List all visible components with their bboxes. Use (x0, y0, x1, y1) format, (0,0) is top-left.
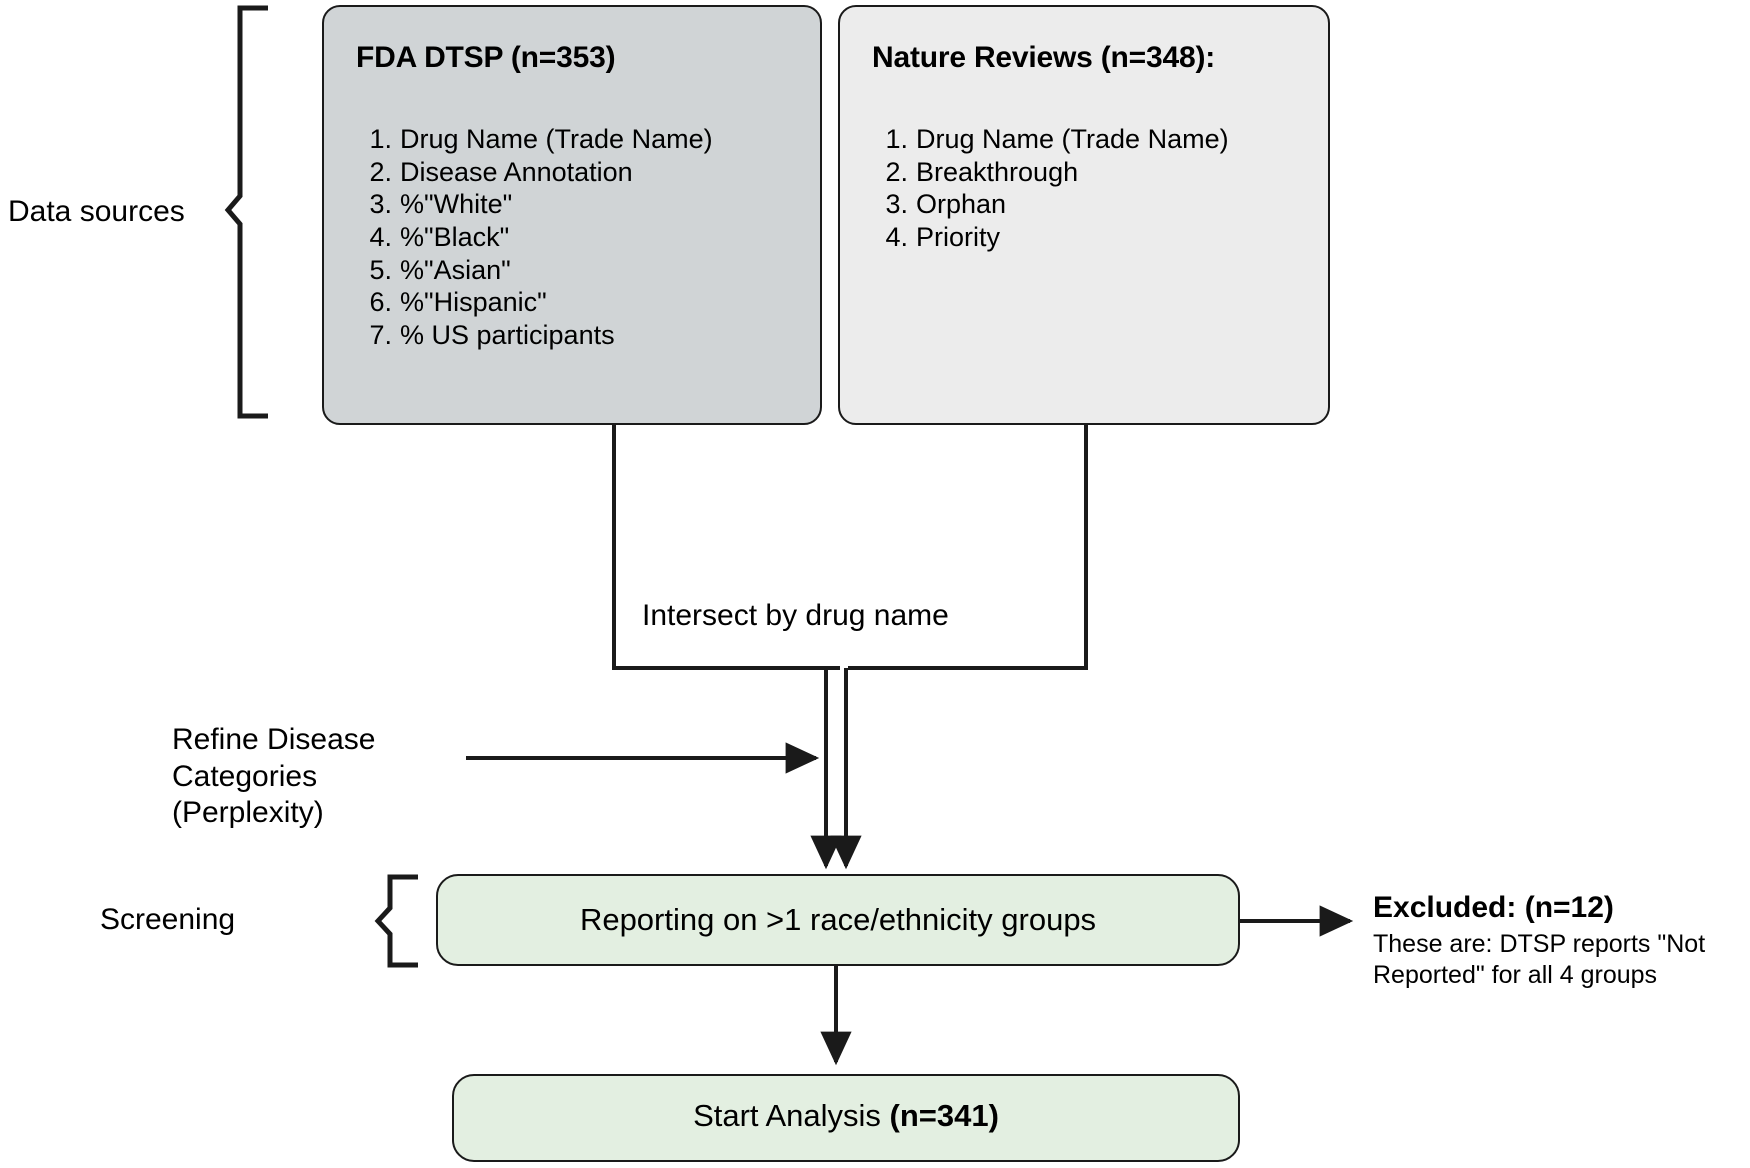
data-sources-brace-icon (224, 5, 268, 419)
stage-label-screening: Screening (100, 903, 236, 936)
screening-box[interactable]: Reporting on >1 race/ethnicity groups (436, 874, 1240, 966)
list-item: 1. Drug Name (Trade Name) (369, 123, 713, 156)
list-item-label: Breakthrough (916, 156, 1079, 187)
list-item-number: 1. (369, 124, 392, 154)
list-item: 4. Priority (885, 221, 1229, 254)
list-item-number: 5. (369, 254, 392, 285)
refine-line-2: Categories (Perplexity) (172, 759, 324, 830)
list-item-label: %"Hispanic" (400, 287, 547, 318)
screening-box-label: Reporting on >1 race/ethnicity groups (579, 902, 1097, 937)
list-item: 2. Disease Annotation (369, 156, 713, 189)
list-item-number: 1. (885, 124, 908, 154)
list-item: 6. %"Hispanic" (369, 286, 713, 319)
edge-label-intersect: Intersect by drug name (636, 599, 955, 633)
list-item: 4. %"Black" (369, 221, 713, 254)
start-analysis-count: (n=341) (889, 1098, 999, 1133)
list-item-number: 4. (369, 221, 392, 252)
refine-line-1: Refine Disease (172, 723, 376, 756)
list-item-number: 3. (369, 189, 392, 220)
list-item: 3. Orphan (885, 188, 1229, 221)
start-analysis-text: Start Analysis (693, 1098, 890, 1133)
source-box-fda-dtsp-list: 1. Drug Name (Trade Name) 2. Disease Annot… (340, 123, 713, 352)
source-box-fda-dtsp[interactable]: FDA DTSP (n=353) 1. Drug Name (Trade Name… (322, 5, 822, 425)
source-box-nature-reviews-list: 1.Drug Name (Trade Name) 2.Breakthrough … (856, 123, 1229, 254)
list-item-number: 2. (369, 156, 392, 187)
list-item-number: 4. (885, 221, 908, 252)
list-item: 3. %"White" (369, 188, 713, 221)
source-box-nature-reviews[interactable]: Nature Reviews (n=348): 1. Drug Name (Tra… (838, 5, 1330, 425)
list-item-number: 7. (369, 319, 392, 350)
list-item-label: %"Black" (400, 221, 510, 252)
start-analysis-label: Start Analysis (n=341) (454, 1098, 1238, 1134)
list-item-label: % US participants (400, 319, 615, 350)
list-item-label: Drug Name (Trade Name) (400, 124, 713, 154)
list-item: 7. % US participants (369, 319, 713, 352)
excluded-detail: These are: DTSP reports "Not Reported" f… (1373, 930, 1706, 989)
edge-label-refine-categories: Refine Disease Categories (Perplexity) (172, 722, 462, 832)
list-item: 2. Breakthrough (885, 156, 1229, 189)
excluded-annotation: Excluded: (n=12) These are: DTSP reports… (1373, 891, 1718, 990)
list-item-number: 3. (885, 189, 908, 220)
screening-brace-icon (374, 874, 418, 968)
list-item-label: Drug Name (Trade Name) (916, 124, 1229, 154)
list-item-label: %"Asian" (400, 254, 511, 285)
source-box-nature-reviews-title: Nature Reviews (n=348): (872, 41, 1216, 74)
list-item-label: Orphan (916, 189, 1007, 220)
list-item-number: 6. (369, 287, 392, 318)
list-item-label: Priority (916, 221, 1001, 252)
start-analysis-box[interactable]: Start Analysis (n=341) (452, 1074, 1240, 1162)
list-item: 5. %"Asian" (369, 254, 713, 287)
source-box-fda-dtsp-title: FDA DTSP (n=353) (356, 41, 616, 74)
list-item-label: Disease Annotation (400, 156, 633, 187)
stage-label-data-sources: Data sources (8, 195, 185, 228)
list-item: 1. Drug Name (Trade Name) (885, 123, 1229, 156)
list-item-number: 2. (885, 156, 908, 187)
list-item-label: %"White" (400, 189, 513, 220)
excluded-title: Excluded: (n=12) (1373, 891, 1614, 924)
